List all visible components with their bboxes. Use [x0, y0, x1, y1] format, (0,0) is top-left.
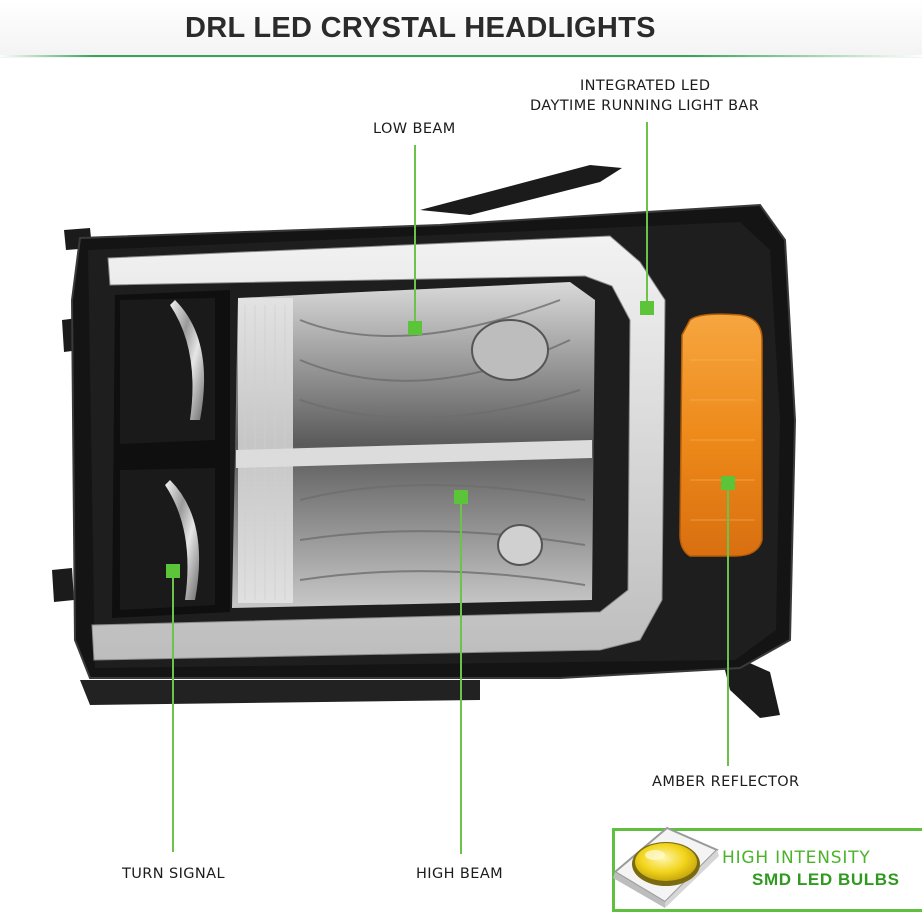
turn-signal-label: TURN SIGNAL: [122, 866, 225, 882]
high-beam-leader: [460, 504, 462, 854]
amber-reflector-leader: [727, 490, 729, 766]
badge-line2: SMD LED BULBS: [752, 870, 900, 889]
title-underline: [0, 55, 922, 57]
high-beam-label: HIGH BEAM: [416, 866, 504, 882]
amber-reflector-label: AMBER REFLECTOR: [652, 774, 800, 790]
led-chip-icon: [613, 826, 719, 908]
page-title: DRL LED CRYSTAL HEADLIGHTS: [185, 12, 656, 44]
badge-line1: HIGH INTENSITY: [722, 848, 871, 868]
drl-marker: [640, 301, 654, 315]
integrated-led-label-line2: DAYTIME RUNNING LIGHT BAR: [530, 98, 760, 114]
turn-signal-leader: [172, 578, 174, 852]
low-beam-label: LOW BEAM: [373, 121, 456, 137]
integrated-led-label-line1: INTEGRATED LED: [580, 78, 711, 94]
title-bar: [0, 0, 922, 58]
low-beam-leader: [414, 145, 416, 328]
low-beam-marker: [408, 321, 422, 335]
turn-signal-marker: [166, 564, 180, 578]
drl-leader: [646, 122, 648, 308]
amber-reflector-marker: [721, 476, 735, 490]
high-beam-marker: [454, 490, 468, 504]
